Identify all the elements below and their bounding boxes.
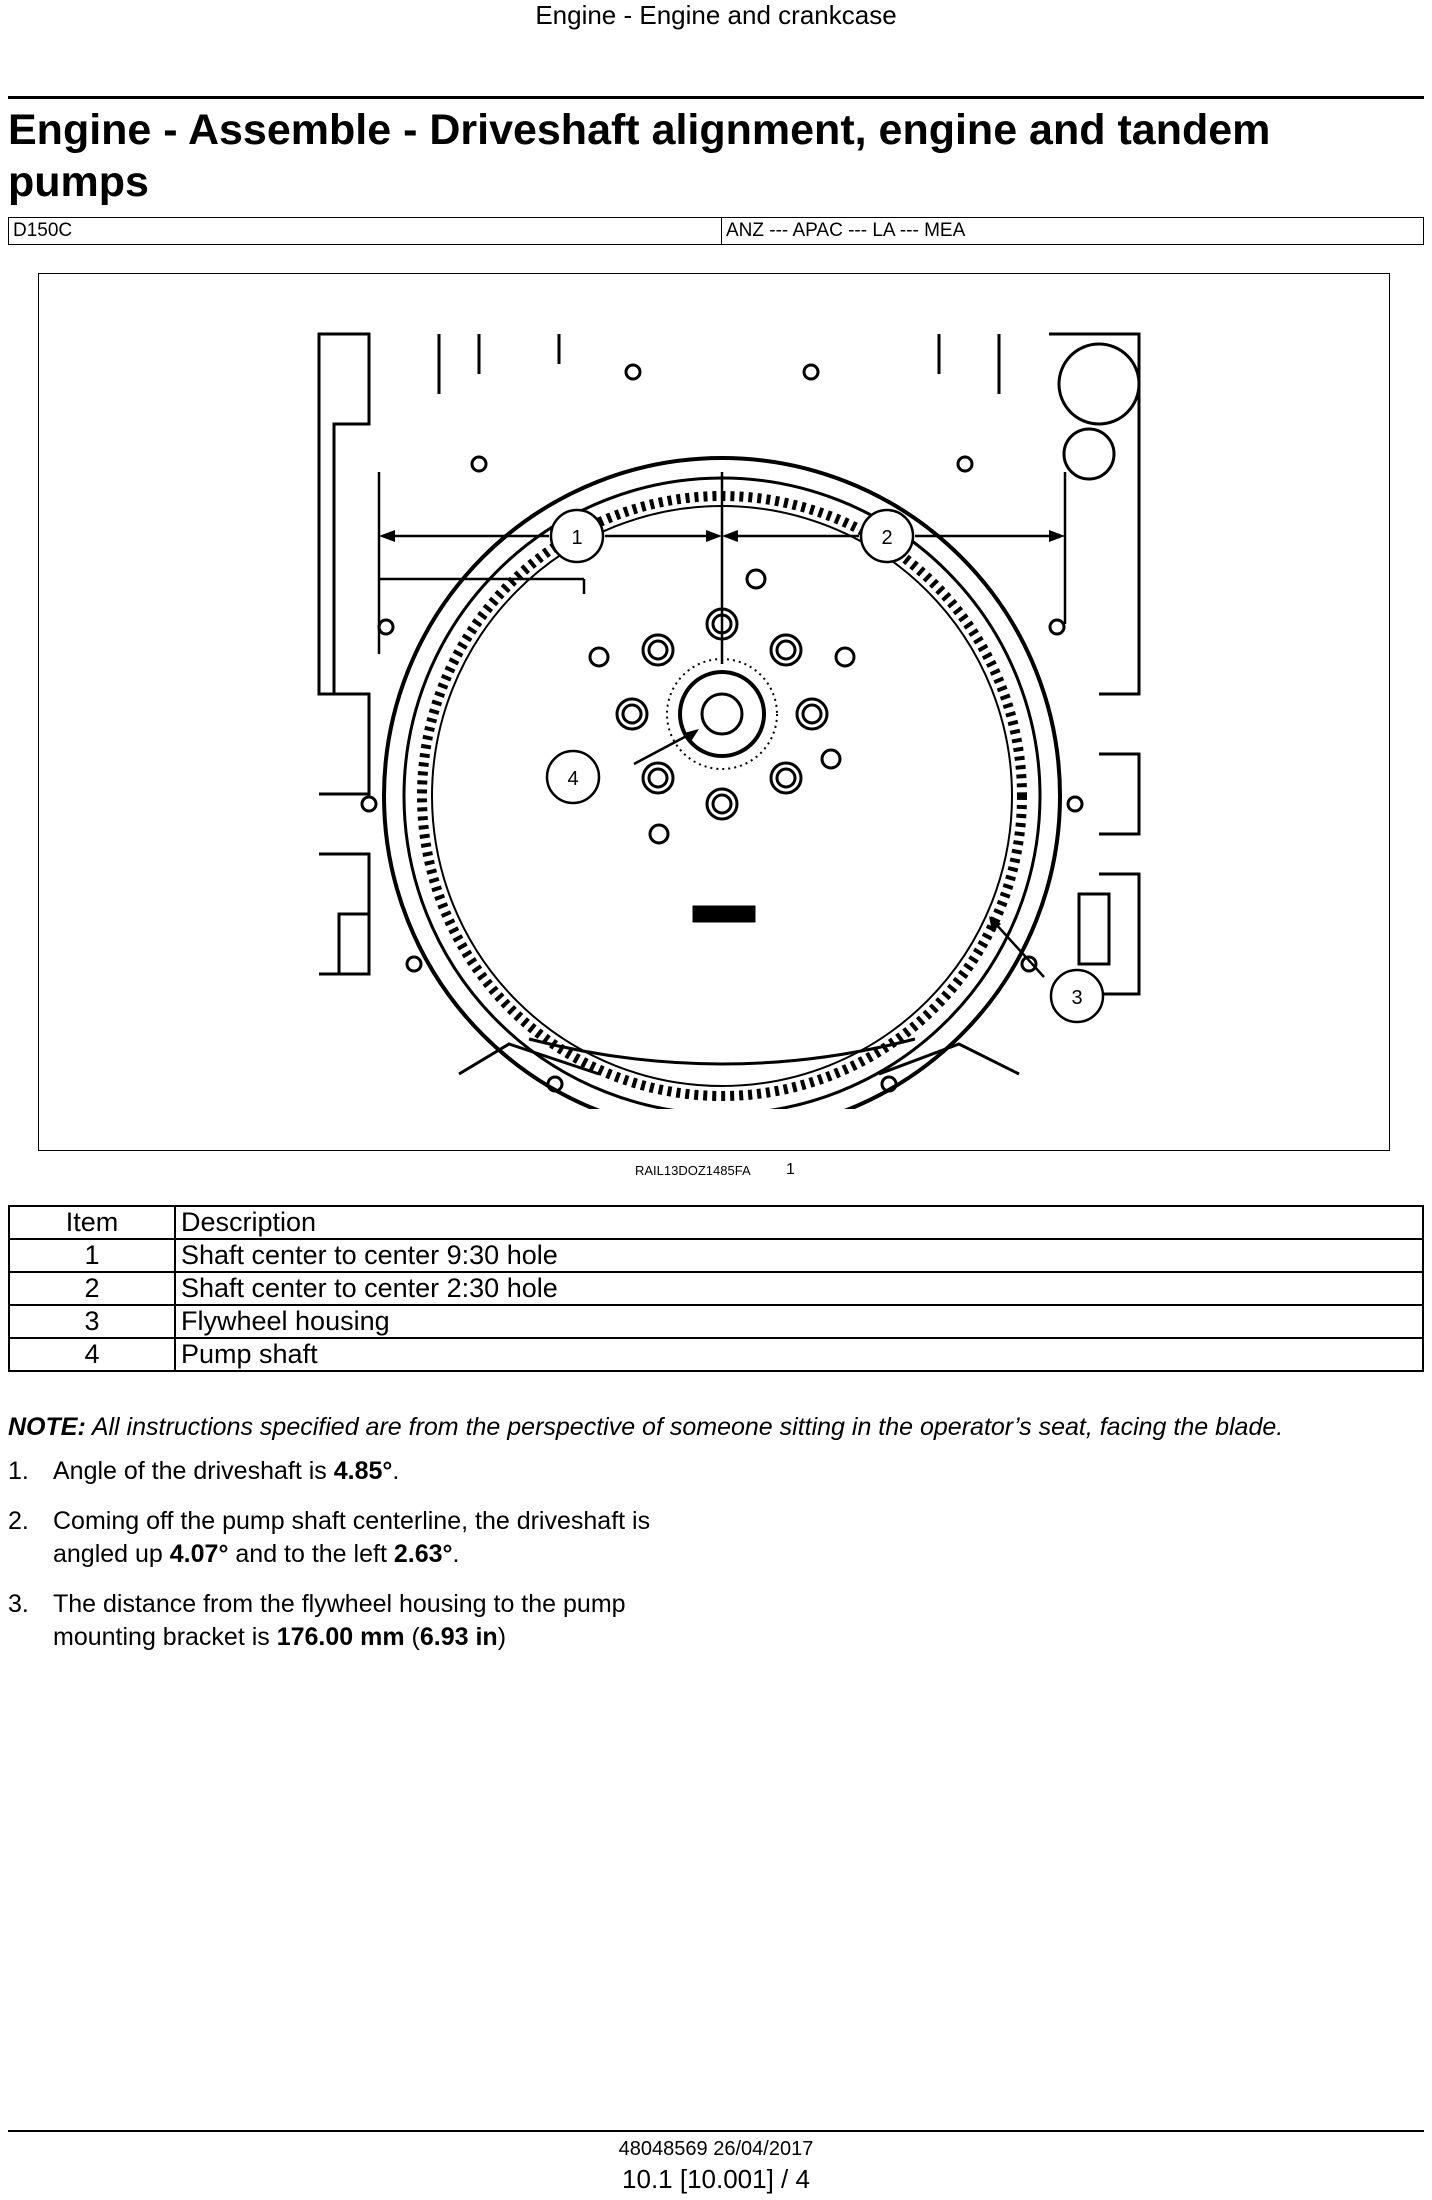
flywheel-housing-outer [382, 456, 1062, 1109]
step-value: 4.85° [333, 1457, 393, 1485]
legend-header-row: Item Description [8, 1205, 1424, 1240]
page-title: Engine - Assemble - Driveshaft alignment… [8, 106, 1271, 206]
step-text: ) [497, 1623, 507, 1651]
step-text: The distance from the flywheel housing t… [53, 1590, 626, 1618]
flywheel-drawing: 1 2 3 4 [317, 332, 1141, 1109]
figure-number: 1 [786, 1161, 795, 1178]
legend-item-number: 4 [8, 1337, 176, 1372]
step-number: 1. [8, 1457, 29, 1485]
figure-image-code: RAIL13DOZ1485FA [635, 1163, 751, 1178]
step-number: 3. [8, 1590, 29, 1618]
step-text: ( [404, 1623, 420, 1651]
step-value: 6.93 in [419, 1623, 498, 1651]
note-label: NOTE: [8, 1413, 86, 1441]
legend-item-description: Pump shaft [174, 1337, 1424, 1372]
legend-header-description: Description [174, 1205, 1424, 1240]
callout-3: 3 [1049, 968, 1105, 1024]
step-value: 176.00 mm [276, 1623, 405, 1651]
step-text: Coming off the pump shaft centerline, th… [53, 1507, 651, 1535]
legend-item-description: Flywheel housing [174, 1304, 1424, 1339]
legend-table: Item Description 1 Shaft center to cente… [8, 1205, 1424, 1372]
housing-bolt-holes [360, 363, 1084, 1093]
applicability-bar: D150C ANZ --- APAC --- LA --- MEA [8, 217, 1424, 245]
svg-text:4: 4 [567, 768, 578, 790]
step-text: . [452, 1540, 460, 1568]
legend-header-item: Item [8, 1205, 176, 1240]
svg-text:3: 3 [1071, 987, 1082, 1009]
region-list: ANZ --- APAC --- LA --- MEA [726, 220, 966, 241]
page-number: 10.1 [10.001] / 4 [622, 2164, 810, 2194]
dimension-lines [377, 472, 1067, 978]
header-rule [8, 96, 1424, 99]
list-item: 2. Coming off the pump shaft centerline,… [8, 1505, 1428, 1571]
step-value: 4.07° [169, 1540, 229, 1568]
svg-text:2: 2 [881, 527, 892, 549]
footer-rule [8, 2130, 1424, 2132]
step-text: Angle of the driveshaft is [53, 1457, 334, 1485]
table-row: 3 Flywheel housing [8, 1304, 1424, 1339]
flywheel-figure: 1 2 3 4 [38, 273, 1390, 1151]
table-row: 1 Shaft center to center 9:30 hole [8, 1238, 1424, 1273]
list-item: 3. The distance from the flywheel housin… [8, 1588, 1428, 1654]
legend-item-description: Shaft center to center 2:30 hole [174, 1271, 1424, 1306]
step-text: . [392, 1457, 400, 1485]
callout-1: 1 [549, 508, 605, 564]
note-text: All instructions specified are from the … [91, 1413, 1284, 1441]
step-text: angled up [53, 1540, 170, 1568]
step-value: 2.63° [393, 1540, 453, 1568]
engine-block-left [317, 332, 371, 696]
svg-text:1: 1 [571, 527, 582, 549]
table-row: 2 Shaft center to center 2:30 hole [8, 1271, 1424, 1306]
step-text: mounting bracket is [53, 1623, 277, 1651]
engine-block-right [1049, 332, 1141, 696]
list-item: 1. Angle of the driveshaft is 4.85°. [8, 1455, 1428, 1488]
model-code: D150C [9, 218, 722, 244]
legend-item-number: 2 [8, 1271, 176, 1306]
note-paragraph: NOTE: All instructions specified are fro… [8, 1412, 1428, 1442]
legend-item-description: Shaft center to center 9:30 hole [174, 1238, 1424, 1273]
step-list: 1. Angle of the driveshaft is 4.85°. 2. … [8, 1455, 1428, 1671]
step-number: 2. [8, 1507, 29, 1535]
page-header: Engine - Engine and crankcase [535, 0, 897, 30]
callout-2: 2 [859, 508, 915, 564]
table-row: 4 Pump shaft [8, 1337, 1424, 1372]
callout-4: 4 [545, 749, 601, 805]
pump-shaft-hub [678, 670, 766, 758]
legend-item-number: 1 [8, 1238, 176, 1273]
document-id: 48048569 26/04/2017 [618, 2138, 814, 2160]
step-text: and to the left [228, 1540, 394, 1568]
legend-item-number: 3 [8, 1304, 176, 1339]
